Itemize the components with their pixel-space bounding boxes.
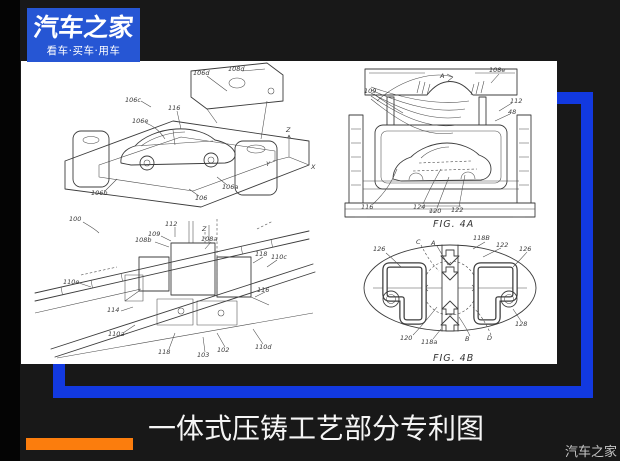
figure-label: 110d [255, 343, 272, 351]
figure-label: 118B [473, 234, 490, 242]
figure-label: 100 [69, 215, 81, 223]
figure-label: 122 [451, 206, 463, 214]
figure-label: 108d [228, 65, 245, 73]
figure-label: 116 [361, 203, 373, 211]
figure-label: 110a [108, 330, 124, 338]
figure-label: 106a [222, 183, 238, 191]
image-caption: 一体式压铸工艺部分专利图 [148, 412, 485, 445]
logo-subtitle: 看车·买车·用车 [46, 45, 121, 57]
patent-image: 106d 108d 106c 116 106e 106b 106a 106 Z … [21, 61, 557, 364]
accent-bar [26, 438, 133, 450]
left-edge-strip [0, 0, 20, 461]
figure-label: 106e [132, 117, 148, 125]
figure-label: 114 [107, 306, 119, 314]
watermark: 汽车之家 [564, 445, 617, 460]
figure-label: 122 [496, 241, 508, 249]
figure-label: 109 [148, 230, 160, 238]
patent-figure-machine: 100 112 109 108b Z 108a 118 110c 110e 11… [34, 215, 316, 359]
figure-label: 112 [165, 220, 177, 228]
figure-label: Z [285, 126, 291, 134]
figure-label: D [487, 334, 492, 342]
figure-label: 108e [489, 66, 505, 74]
figure-label: B [465, 335, 470, 343]
patent-drawings-svg: 106d 108d 106c 116 106e 106b 106a 106 Z … [34, 62, 537, 364]
figure-label: 108a [201, 235, 217, 243]
figure-label: 128 [515, 320, 527, 328]
figure-label: 102 [217, 346, 229, 354]
figure-label: 106 [195, 194, 207, 202]
patent-figure-4b: 126 C A 118B 122 126 128 120 118a B D FI… [363, 234, 537, 364]
figure-label: Y [266, 160, 271, 168]
figure-label: 126 [373, 245, 385, 253]
figure-label: 110e [63, 278, 79, 286]
patent-figure-car-mold: 106d 108d 106c 116 106e 106b 106a 106 Z … [64, 62, 316, 208]
figure-label: 118 [255, 250, 267, 258]
figure-label: A [439, 72, 444, 80]
figure-label: 120 [400, 334, 412, 342]
figure-label: C [416, 238, 421, 246]
figure-label: 48 [508, 108, 516, 116]
logo-title: 汽车之家 [32, 13, 135, 42]
autohome-logo: 汽车之家 看车·买车·用车 [27, 8, 140, 62]
figure-label: 124 [413, 203, 425, 211]
fig-4b-caption: FIG. 4B [433, 353, 474, 364]
figure-label: 116 [168, 104, 180, 112]
figure-label: 126 [519, 245, 531, 253]
figure-label: 116 [257, 286, 269, 294]
figure-label: 118a [421, 338, 437, 346]
patent-figure-4a: 109 A 108e 112 48 116 124 120 122 FIG. 4… [344, 66, 536, 230]
figure-label: X [310, 163, 316, 171]
figure-label: 118 [158, 348, 170, 356]
figure-label: 106d [193, 69, 210, 77]
figure-label: 108b [135, 236, 152, 244]
figure-label: 106b [91, 189, 108, 197]
figure-label: 110c [271, 253, 287, 261]
figure-label: Z [201, 225, 207, 233]
figure-label: 109 [364, 87, 376, 95]
figure-label: A [430, 239, 435, 247]
figure-label: 103 [197, 351, 209, 359]
figure-label: 106c [125, 96, 141, 104]
fig-4a-caption: FIG. 4A [433, 219, 474, 230]
figure-label: 120 [429, 207, 441, 215]
figure-label: 112 [510, 97, 522, 105]
